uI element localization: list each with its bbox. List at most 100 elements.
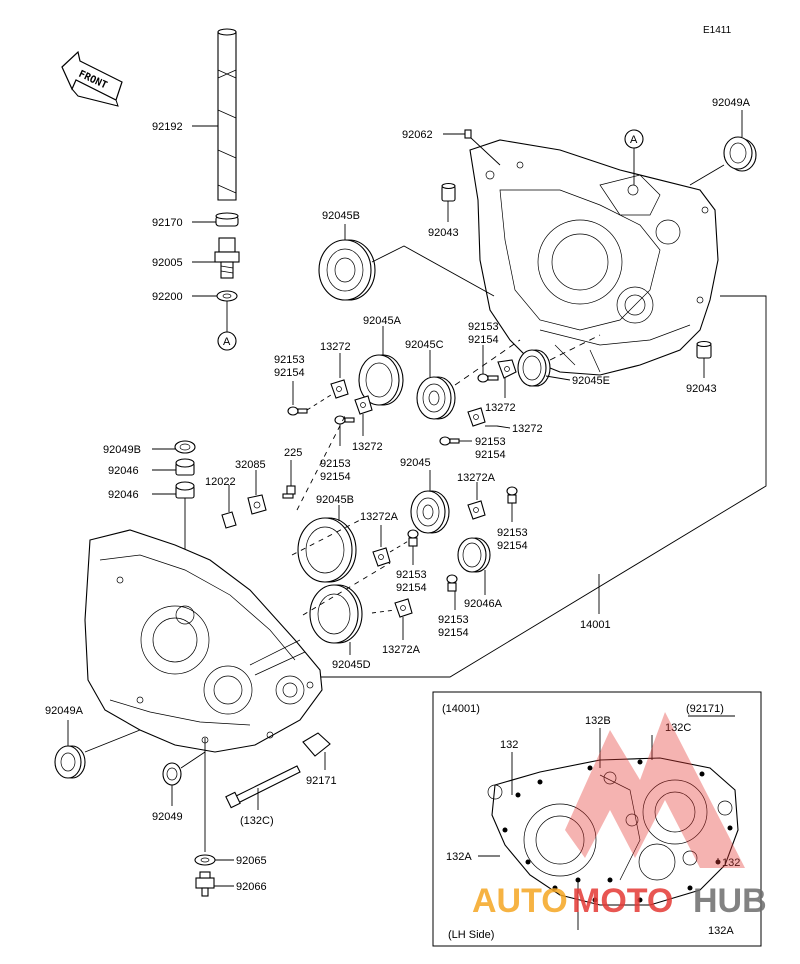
watermark-text-hub: HUB bbox=[693, 882, 767, 920]
label-14001: 14001 bbox=[580, 619, 611, 631]
label-225: 225 bbox=[284, 447, 302, 459]
label-92153-6: 92153 bbox=[396, 569, 427, 581]
bearing-92045c bbox=[416, 376, 456, 420]
label-92065: 92065 bbox=[236, 855, 267, 867]
label-132c: (132C) bbox=[240, 815, 274, 827]
bolt-92153-left bbox=[287, 406, 308, 416]
label-92153-5: 92153 bbox=[497, 527, 528, 539]
label-92049a-top: 92049A bbox=[712, 97, 751, 109]
inset-crankcase bbox=[487, 757, 739, 906]
inset-label-132c: 132C bbox=[665, 722, 691, 734]
pin-92062 bbox=[464, 129, 472, 139]
label-13272a-2: 13272A bbox=[360, 511, 399, 523]
watermark-logo: AUTO MOTO HUB bbox=[472, 712, 767, 920]
breather-hose bbox=[217, 28, 237, 201]
label-92154-4: 92154 bbox=[475, 449, 506, 461]
needle-bearing-92046-1 bbox=[175, 458, 195, 476]
label-92046a: 92046A bbox=[464, 598, 503, 610]
inset-label-132: 132 bbox=[500, 739, 518, 751]
diagram-code: E1411 bbox=[703, 25, 732, 36]
crankcase-right bbox=[469, 139, 719, 376]
needle-bearing-92046-2 bbox=[175, 481, 195, 499]
plate-13272-mid bbox=[354, 395, 373, 415]
label-92062: 92062 bbox=[402, 129, 433, 141]
bearing-92045b-mid bbox=[297, 517, 357, 583]
label-13272a-3: 13272A bbox=[382, 644, 421, 656]
needle-bearing-92046a bbox=[457, 537, 491, 573]
washer-92065 bbox=[194, 854, 216, 866]
label-92045e: 92045E bbox=[572, 375, 610, 387]
label-92192: 92192 bbox=[152, 121, 183, 133]
label-92153-4: 92153 bbox=[475, 436, 506, 448]
label-92154-2: 92154 bbox=[274, 367, 305, 379]
label-92200: 92200 bbox=[152, 291, 183, 303]
oil-seal-92049a-left bbox=[54, 745, 86, 779]
inset-side-label: (LH Side) bbox=[448, 929, 494, 941]
bolt-92153-mid-2 bbox=[407, 529, 419, 547]
label-92005: 92005 bbox=[152, 257, 183, 269]
inset-label-132a-left: 132A bbox=[446, 851, 472, 863]
bolt-92153-right-upper bbox=[506, 486, 518, 504]
washer-92200 bbox=[216, 290, 238, 302]
oil-seal-92045e bbox=[517, 349, 551, 387]
label-92049a-left: 92049A bbox=[45, 705, 84, 717]
label-13272-mid: 13272 bbox=[352, 441, 383, 453]
ref-a-top: A bbox=[630, 134, 638, 146]
bracket-32085 bbox=[247, 494, 267, 515]
plate-13272-upper-right bbox=[497, 359, 517, 379]
bolt-92153-lower bbox=[446, 574, 458, 592]
plate-13272a-upper bbox=[467, 500, 486, 520]
plate-13272a-mid bbox=[372, 547, 391, 567]
label-92045c: 92045C bbox=[405, 339, 444, 351]
oil-seal-92049b bbox=[174, 440, 196, 454]
label-92153-3: 92153 bbox=[320, 458, 351, 470]
label-32085: 32085 bbox=[235, 459, 266, 471]
label-92154-6: 92154 bbox=[396, 582, 427, 594]
label-92171: 92171 bbox=[306, 775, 337, 787]
crankcase-left bbox=[84, 529, 323, 753]
cap-92171 bbox=[302, 732, 331, 757]
label-92043-bottom: 92043 bbox=[686, 383, 717, 395]
label-92043-top: 92043 bbox=[428, 227, 459, 239]
label-13272-left: 13272 bbox=[320, 341, 351, 353]
inset-label-132b: 132B bbox=[585, 715, 611, 727]
label-92046-1: 92046 bbox=[108, 465, 139, 477]
label-92154-7: 92154 bbox=[438, 627, 469, 639]
bolt-92153-right-mid bbox=[439, 436, 460, 446]
plate-13272a-lower bbox=[394, 598, 413, 618]
bearing-92045a bbox=[358, 354, 404, 406]
label-92154-1: 92154 bbox=[468, 334, 499, 346]
oil-seal-92049 bbox=[162, 762, 182, 786]
ref-a-bottom: A bbox=[223, 336, 231, 348]
dowel-92043-bottom bbox=[696, 340, 712, 359]
bearing-92045 bbox=[410, 490, 450, 534]
label-92045d: 92045D bbox=[332, 659, 371, 671]
oil-seal-92049a-top bbox=[723, 136, 757, 172]
drain-plug-92066 bbox=[195, 871, 215, 897]
label-92153-2: 92153 bbox=[274, 354, 305, 366]
bearing-92045d bbox=[309, 584, 363, 644]
label-13272-right-mid: 13272 bbox=[512, 423, 543, 435]
inset-label-92171-ref: (92171) bbox=[686, 703, 724, 715]
label-12022: 12022 bbox=[205, 476, 236, 488]
bearing-92045b-top bbox=[318, 239, 376, 301]
label-92045b-mid: 92045B bbox=[316, 494, 354, 506]
inset-label-132a-bottom: 132A bbox=[708, 925, 734, 937]
label-92046-2: 92046 bbox=[108, 489, 139, 501]
label-13272a-1: 13272A bbox=[457, 472, 496, 484]
label-92153-1: 92153 bbox=[468, 321, 499, 333]
hose-clamp bbox=[215, 212, 239, 227]
dowel-92043-top bbox=[441, 182, 456, 202]
label-13272-upper-right: 13272 bbox=[485, 402, 516, 414]
plate-13272-left bbox=[330, 379, 349, 399]
bolt-132c bbox=[225, 765, 301, 809]
label-92045b-top: 92045B bbox=[322, 210, 360, 222]
watermark-text-moto: MOTO bbox=[572, 882, 673, 920]
front-arrow-icon: FRONT bbox=[61, 50, 123, 107]
bolt-92153-upper-right bbox=[477, 373, 499, 383]
breather-fitting bbox=[214, 237, 240, 279]
inset-label-132-right: 132 bbox=[722, 857, 740, 869]
label-92049: 92049 bbox=[152, 811, 183, 823]
label-92154-3: 92154 bbox=[320, 471, 351, 483]
